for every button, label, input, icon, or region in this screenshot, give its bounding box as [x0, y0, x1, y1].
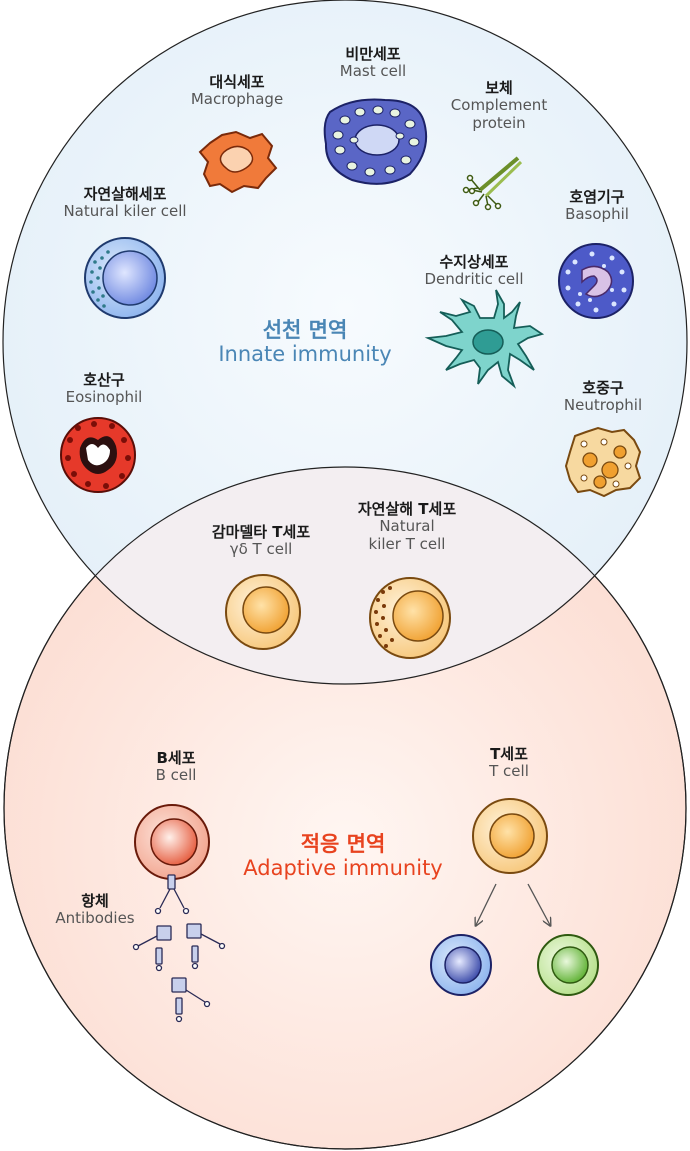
dendritic-cell-label: 수지상세포 Dendritic cell	[424, 253, 524, 289]
t-cell-icon	[472, 798, 548, 874]
neutrophil-label: 호중구 Neutrophil	[563, 379, 643, 415]
overlap-region	[4, 467, 686, 684]
adaptive-circle-outline	[3, 466, 687, 1150]
arrow-to-navy-cell	[476, 883, 497, 925]
helper-t-cell-icon	[430, 934, 492, 996]
eosinophil-icon	[60, 417, 136, 493]
cytotoxic-t-cell-icon	[537, 934, 599, 996]
natural-killer-t-cell-icon	[369, 577, 451, 659]
gamma-delta-t-cell-label: 감마델타 T세포 γδ T cell	[211, 523, 311, 559]
nk-cell-label: 자연살해세포 Natural kiler cell	[63, 185, 187, 221]
neutrophil-icon	[564, 426, 642, 498]
b-cell-icon	[134, 804, 210, 880]
arrow-to-green-cell	[527, 883, 550, 925]
innate-circle-outline	[2, 0, 688, 685]
basophil-label: 호염기구 Basophil	[565, 188, 629, 224]
complement-protein-icon	[462, 156, 523, 211]
b-cell-label: B세포 B cell	[155, 749, 197, 785]
macrophage-icon	[198, 130, 278, 194]
gamma-delta-t-cell-icon	[225, 574, 301, 650]
mast-cell-icon	[323, 98, 428, 185]
t-cell-label: T세포 T cell	[489, 745, 529, 781]
adaptive-immunity-title: 적응 면역 Adaptive immunity	[243, 832, 443, 881]
antibodies-label: 항체 Antibodies	[55, 892, 135, 928]
basophil-icon	[558, 243, 634, 319]
dendritic-cell-icon	[424, 289, 545, 389]
macrophage-label: 대식세포 Macrophage	[190, 73, 284, 109]
nkt-cell-label: 자연살해 T세포 Natural kiler T cell	[357, 500, 457, 553]
complement-label: 보체 Complement protein	[450, 79, 548, 132]
antibodies-icon	[132, 874, 226, 1023]
natural-killer-cell-icon	[84, 237, 166, 319]
mast-cell-label: 비만세포 Mast cell	[339, 45, 407, 81]
eosinophil-label: 호산구 Eosinophil	[65, 371, 143, 407]
innate-immunity-title: 선천 면역 Innate immunity	[218, 318, 392, 367]
